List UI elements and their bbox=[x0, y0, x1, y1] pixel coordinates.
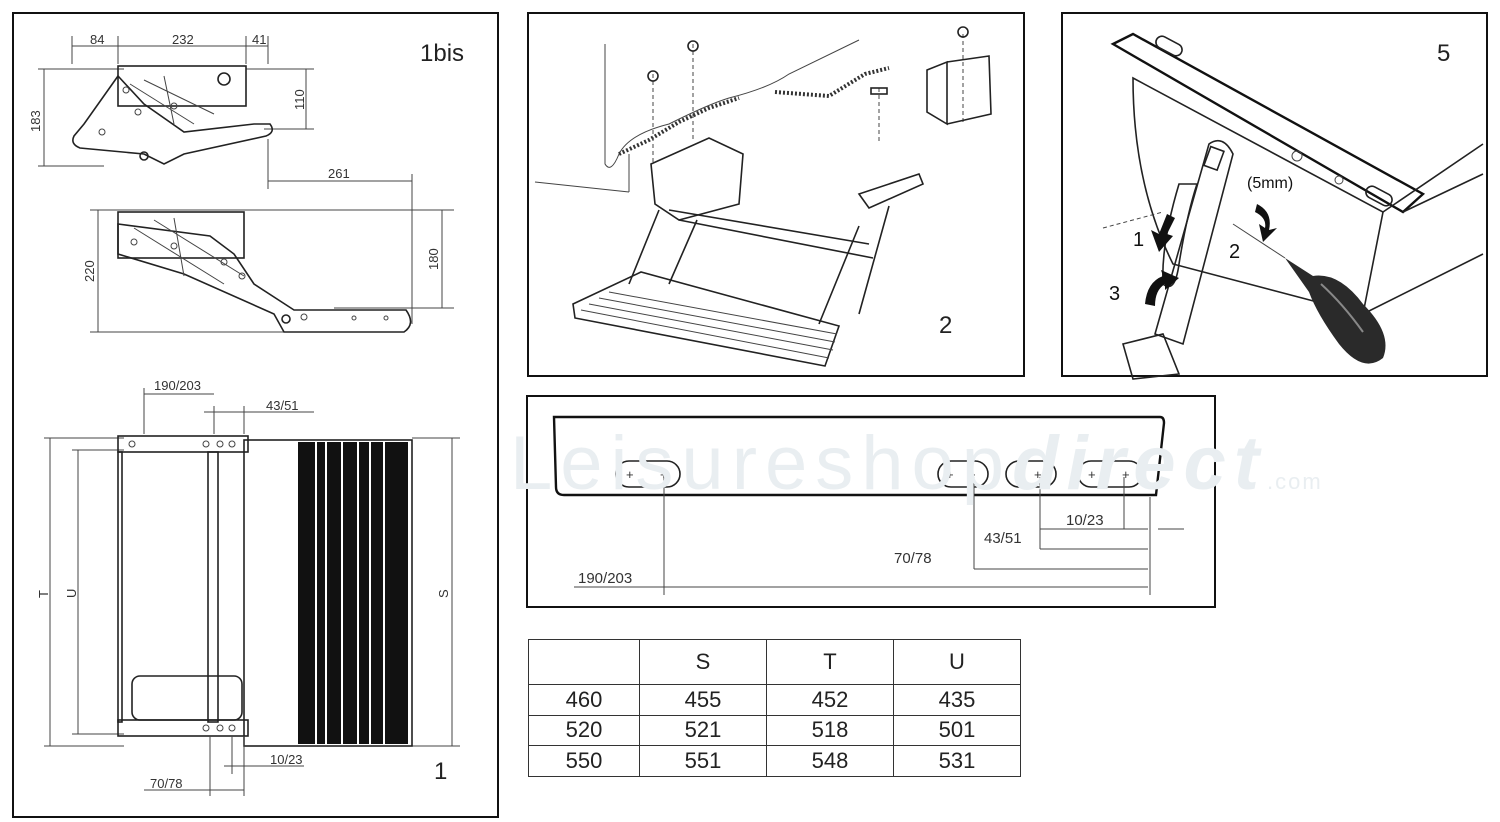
slot-hole-mark: + bbox=[626, 467, 634, 482]
table-header-cell: U bbox=[893, 639, 1021, 685]
table-cell: 551 bbox=[639, 745, 767, 777]
dim-220: 220 bbox=[82, 260, 97, 282]
plan-view bbox=[44, 388, 460, 796]
bar-dim-70-78: 70/78 bbox=[894, 550, 932, 567]
dim-10-23: 10/23 bbox=[270, 752, 303, 767]
table-cell: 548 bbox=[766, 745, 894, 777]
panel-2-mounting: 2 bbox=[527, 12, 1025, 377]
panel-label-2: 2 bbox=[939, 312, 953, 339]
bolts bbox=[647, 26, 992, 164]
dim-183: 183 bbox=[28, 110, 43, 132]
dim-180: 180 bbox=[426, 248, 441, 270]
step-1-label: 1 bbox=[1133, 229, 1144, 251]
bar-dim-43-51: 43/51 bbox=[984, 530, 1022, 547]
table-cell: 501 bbox=[893, 714, 1021, 747]
table-cell: 452 bbox=[766, 684, 894, 716]
size-table: S T U 460 455 452 435 520 521 518 501 55… bbox=[528, 639, 1021, 777]
watermark: Leisureshopdirect.com bbox=[510, 421, 1323, 506]
dim-u: U bbox=[64, 589, 79, 598]
table-row: 520 521 518 501 bbox=[528, 714, 1021, 747]
slot-hole-mark: + bbox=[946, 467, 954, 482]
step-unit bbox=[572, 137, 925, 367]
table-cell: 521 bbox=[639, 714, 767, 747]
dim-190-203: 190/203 bbox=[154, 378, 201, 393]
panel-1-drawing: 1bis 1 bbox=[12, 12, 499, 818]
bar-dim-10-23: 10/23 bbox=[1066, 512, 1104, 529]
adjustment-illustration: 1 2 3 (5mm) bbox=[1102, 32, 1484, 380]
slot-hole-mark: + bbox=[1014, 467, 1022, 482]
side-view-folded bbox=[38, 36, 314, 167]
tread-ribs bbox=[315, 442, 385, 744]
table-cell: 550 bbox=[528, 745, 640, 777]
slot-hole-mark: + bbox=[968, 467, 976, 482]
slot-hole-mark: + bbox=[1122, 467, 1130, 482]
table-header-cell: S bbox=[639, 639, 767, 685]
dim-70-78: 70/78 bbox=[150, 776, 183, 791]
table-header-cell bbox=[528, 639, 640, 685]
bracket-drawing: + + + + + + + + 10/23 43/51 70/78 190/20… bbox=[552, 415, 1184, 595]
screwdriver-icon bbox=[1285, 258, 1386, 364]
slot-holes: + + + + + + + + bbox=[615, 460, 1143, 488]
step-2-label: 2 bbox=[1229, 241, 1240, 263]
dim-110: 110 bbox=[292, 89, 307, 110]
panel-label-1bis: 1bis bbox=[420, 40, 465, 67]
dim-s: S bbox=[436, 589, 451, 598]
table-cell: 455 bbox=[639, 684, 767, 716]
panel-5-adjustment: 5 1 2 3 (5mm) bbox=[1061, 12, 1488, 380]
panel-bracket-dimensions: + + + + + + + + 10/23 43/51 70/78 190/20… bbox=[526, 395, 1216, 608]
dim-84: 84 bbox=[90, 32, 104, 47]
table-header-cell: T bbox=[766, 639, 894, 685]
bar-dim-190-203: 190/203 bbox=[578, 570, 632, 587]
dim-41: 41 bbox=[252, 32, 266, 47]
mounting-illustration bbox=[534, 26, 992, 367]
dim-232: 232 bbox=[172, 32, 194, 47]
slot-hole-mark: + bbox=[660, 467, 668, 482]
step-arrows bbox=[1145, 204, 1277, 306]
table-cell: 531 bbox=[893, 745, 1021, 777]
table-cell: 435 bbox=[893, 684, 1021, 716]
panel-label-1: 1 bbox=[434, 758, 448, 785]
table-cell: 518 bbox=[766, 714, 894, 747]
table-row: 460 455 452 435 bbox=[528, 684, 1021, 716]
table-row: 550 551 548 531 bbox=[528, 745, 1021, 777]
screw-size-note: (5mm) bbox=[1247, 175, 1293, 192]
table-cell: 520 bbox=[528, 714, 640, 747]
dim-t: T bbox=[36, 590, 51, 598]
table-header-row: S T U bbox=[528, 639, 1021, 685]
dim-43-51: 43/51 bbox=[266, 398, 299, 413]
table-cell: 460 bbox=[528, 684, 640, 716]
side-view-open bbox=[90, 209, 454, 333]
step-3-label: 3 bbox=[1109, 283, 1120, 305]
slot-hole-mark: + bbox=[1034, 467, 1042, 482]
panel-label-5: 5 bbox=[1437, 40, 1451, 67]
dim-261: 261 bbox=[328, 166, 350, 181]
slot-hole-mark: + bbox=[1088, 467, 1096, 482]
step-technical-drawing: 84 232 41 183 110 261 220 180 190/203 43… bbox=[28, 32, 460, 796]
